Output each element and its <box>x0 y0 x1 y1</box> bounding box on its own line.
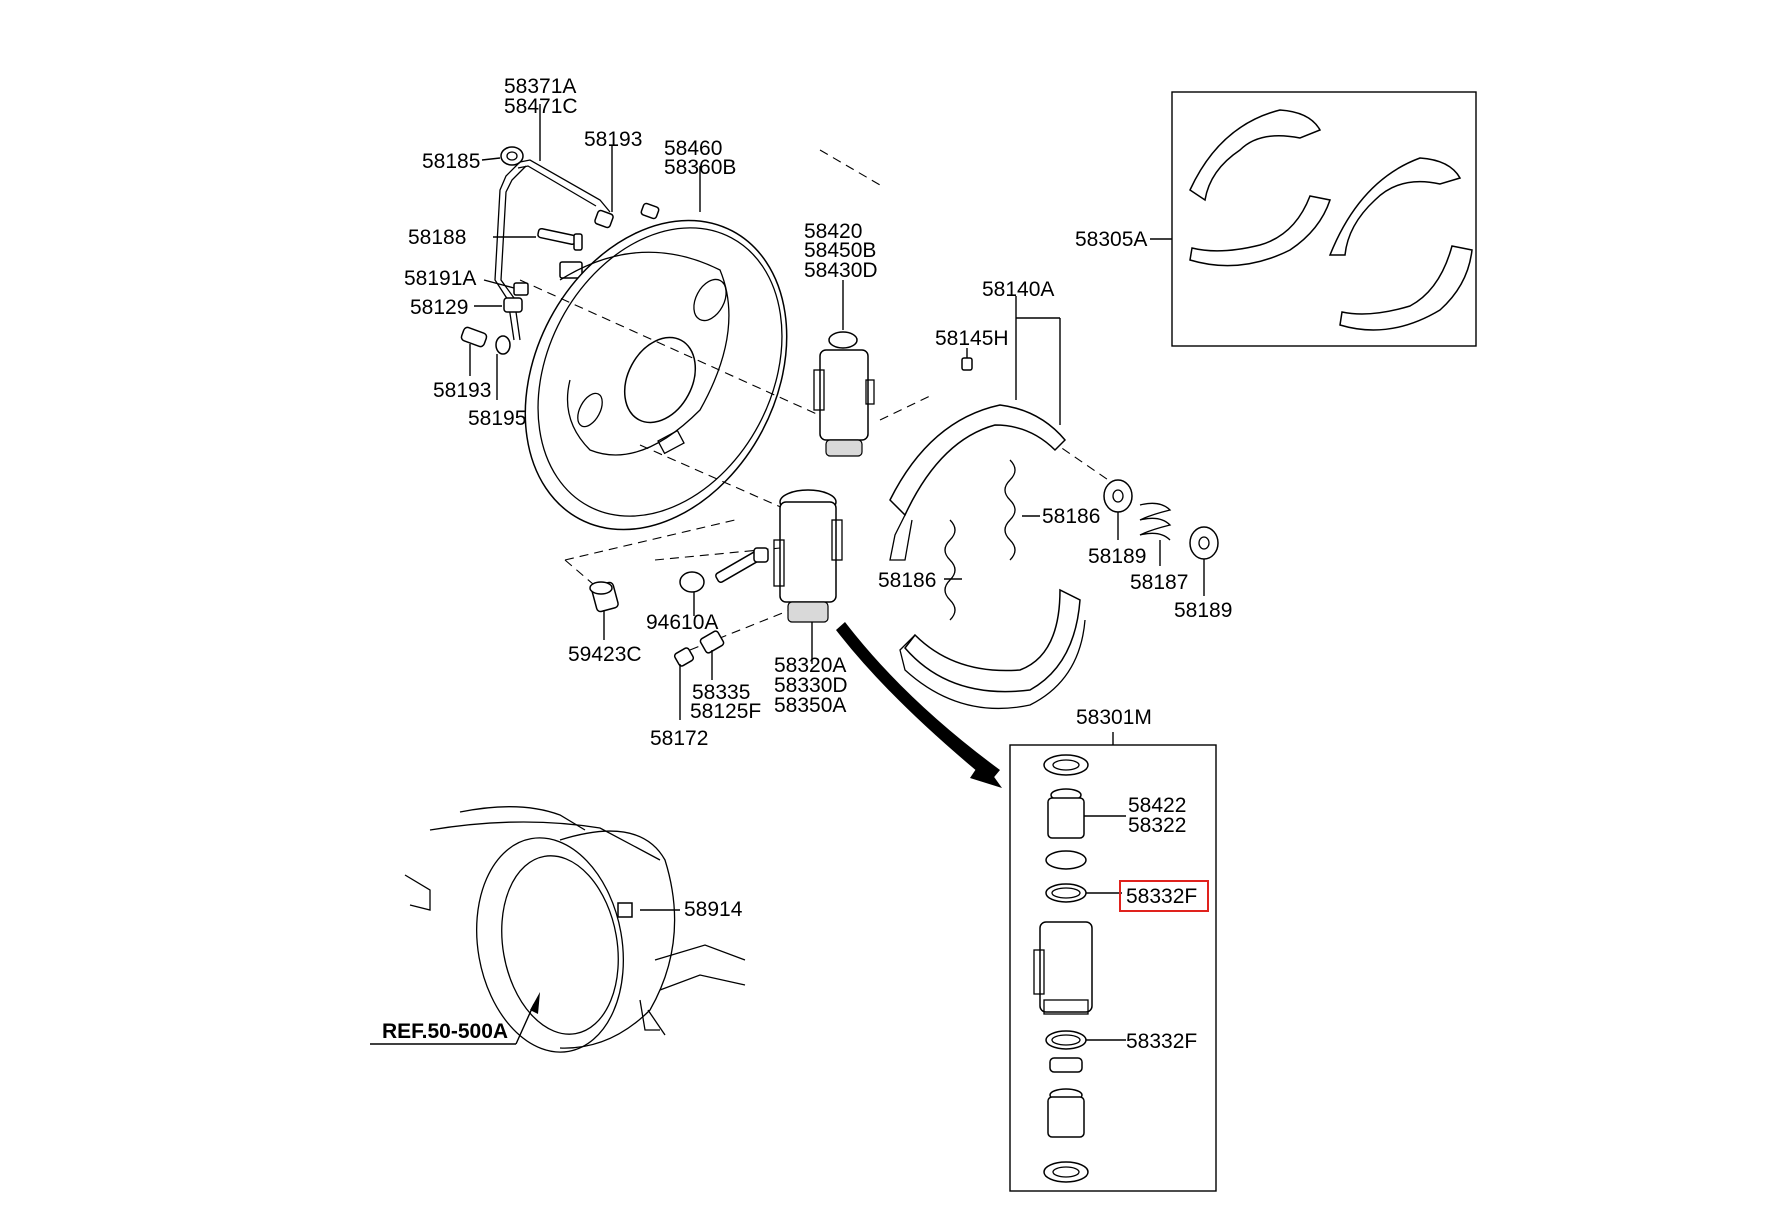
ref-arrow <box>370 992 540 1045</box>
part-labels: 58371A 58471C 58185 58193 58460 58360B 5… <box>382 75 1232 1053</box>
label-58188[interactable]: 58188 <box>408 226 466 249</box>
label-58125F[interactable]: 58125F <box>690 700 761 723</box>
hose-94610A <box>679 547 769 616</box>
label-59423C[interactable]: 59423C <box>568 643 642 666</box>
label-58195[interactable]: 58195 <box>468 407 526 430</box>
label-58371A[interactable]: 58371A <box>504 75 576 98</box>
bolt-58188 <box>493 227 583 251</box>
nut-58185 <box>481 146 524 166</box>
label-58330D[interactable]: 58330D <box>774 674 848 697</box>
fitting-58129 <box>474 297 523 313</box>
label-58172[interactable]: 58172 <box>650 727 708 750</box>
label-94610A[interactable]: 94610A <box>646 611 718 634</box>
label-58420[interactable]: 58420 <box>804 220 862 243</box>
label-58185[interactable]: 58185 <box>422 150 480 173</box>
label-58301M[interactable]: 58301M <box>1076 706 1152 729</box>
label-58914[interactable]: 58914 <box>684 898 743 921</box>
label-58191A[interactable]: 58191A <box>404 267 476 290</box>
label-58305A[interactable]: 58305A <box>1075 228 1147 251</box>
springs-58186 <box>944 459 1040 621</box>
label-58129[interactable]: 58129 <box>410 296 468 319</box>
label-58471C[interactable]: 58471C <box>504 95 578 118</box>
label-58332F-highlighted[interactable]: 58332F <box>1126 885 1197 908</box>
fitting-58193-top <box>594 146 660 229</box>
shoe-kit-box <box>1150 91 1477 347</box>
label-58332F[interactable]: 58332F <box>1126 1030 1197 1053</box>
label-58460[interactable]: 58460 <box>664 137 722 160</box>
bleeder-58335 <box>673 630 725 720</box>
pin-58145H <box>961 348 973 371</box>
bleeder-58193-bottom <box>460 326 488 376</box>
label-58186-left[interactable]: 58186 <box>878 569 936 592</box>
cap-59423C <box>589 581 619 640</box>
wheel-cylinder-58420 <box>813 280 875 457</box>
label-58350A[interactable]: 58350A <box>774 694 846 717</box>
axle-housing <box>404 806 746 1053</box>
backing-plate <box>524 166 788 531</box>
clip-58191A <box>483 261 583 296</box>
brake-shoes <box>889 296 1086 710</box>
washer-58195 <box>495 335 511 400</box>
label-58320A[interactable]: 58320A <box>774 654 846 677</box>
repair-kit-box <box>1009 732 1217 1192</box>
hold-down-parts <box>1103 479 1219 596</box>
label-58450B[interactable]: 58450B <box>804 239 876 262</box>
label-58189-right[interactable]: 58189 <box>1174 599 1232 622</box>
wheel-cylinder-58320A <box>773 489 843 664</box>
label-58335[interactable]: 58335 <box>692 681 750 704</box>
label-58360B[interactable]: 58360B <box>664 156 736 179</box>
pointer-arrow <box>836 622 1002 788</box>
label-58186-right[interactable]: 58186 <box>1042 505 1100 528</box>
label-58187[interactable]: 58187 <box>1130 571 1188 594</box>
label-58189-left[interactable]: 58189 <box>1088 545 1146 568</box>
label-58422[interactable]: 58422 <box>1128 794 1186 817</box>
label-58145H[interactable]: 58145H <box>935 327 1009 350</box>
highlight-box <box>1119 880 1209 912</box>
label-58193-bottom[interactable]: 58193 <box>433 379 491 402</box>
label-58140A[interactable]: 58140A <box>982 278 1054 301</box>
label-58430D[interactable]: 58430D <box>804 259 878 282</box>
ref-label[interactable]: REF.50-500A <box>382 1020 508 1043</box>
label-58322[interactable]: 58322 <box>1128 814 1186 837</box>
label-58193-top[interactable]: 58193 <box>584 128 642 151</box>
